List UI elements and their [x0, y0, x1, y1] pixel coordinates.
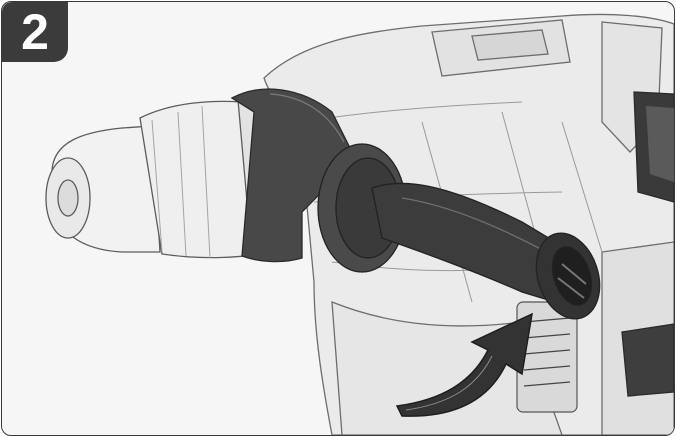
- rotate-clockwise-arrow-icon: [395, 312, 533, 417]
- step-number: 2: [21, 4, 49, 60]
- step-badge: 2: [2, 2, 68, 62]
- side-handle: [317, 143, 601, 320]
